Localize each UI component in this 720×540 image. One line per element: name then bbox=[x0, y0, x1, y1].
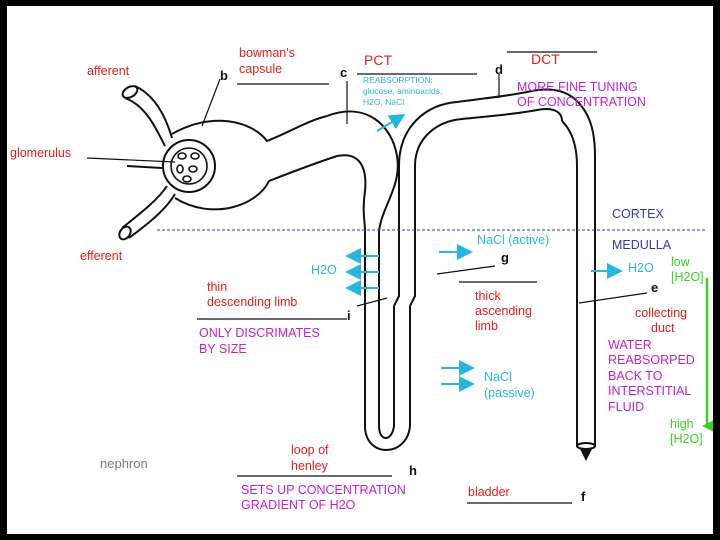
marker-f: f bbox=[581, 489, 586, 504]
nephron-diagram bbox=[86, 51, 713, 504]
leader-lines bbox=[86, 51, 648, 504]
label-thick-line2: ascending bbox=[475, 304, 532, 318]
label-cortex: CORTEX bbox=[612, 207, 664, 221]
label-loop-line2: henley bbox=[291, 459, 328, 473]
label-collecting-line2: duct bbox=[651, 321, 675, 335]
dct-note-line1: MORE FINE TUNING bbox=[517, 80, 638, 94]
dct-note-line2: OF CONCENTRATION bbox=[517, 95, 646, 109]
label-low-line2: [H2O] bbox=[671, 270, 704, 284]
label-nacl-active: NaCl (active) bbox=[477, 233, 550, 247]
label-h2o-right: H2O bbox=[628, 261, 654, 275]
label-bowmans-line2: capsule bbox=[239, 62, 283, 76]
gradient-note-line2: GRADIENT OF H2O bbox=[241, 498, 356, 512]
efferent-arteriole bbox=[118, 165, 176, 241]
loop-of-henle bbox=[364, 166, 416, 451]
proximal-convoluted-tubule bbox=[326, 110, 399, 232]
label-thick-line3: limb bbox=[475, 319, 498, 333]
label-thick-line1: thick bbox=[475, 289, 501, 303]
water-note-line3: BACK TO bbox=[608, 369, 663, 383]
marker-d: d bbox=[495, 62, 503, 77]
marker-i: i bbox=[347, 308, 351, 323]
water-note-line2: REABSORPED bbox=[608, 353, 695, 367]
label-pct: PCT bbox=[364, 52, 392, 68]
marker-g: g bbox=[501, 250, 509, 265]
label-bladder: bladder bbox=[468, 485, 510, 499]
water-note-line4: INTERSTITIAL bbox=[608, 384, 692, 398]
size-note-line2: BY SIZE bbox=[199, 342, 247, 356]
label-nacl-passive-line1: NaCl bbox=[484, 370, 512, 384]
label-nacl-passive-line2: (passive) bbox=[484, 386, 535, 400]
label-bowmans-line1: bowman's bbox=[239, 46, 295, 60]
label-loop-line1: loop of bbox=[291, 443, 329, 457]
label-collecting-line1: collecting bbox=[635, 306, 688, 320]
label-dct: DCT bbox=[531, 51, 560, 67]
bowmans-capsule bbox=[162, 115, 338, 211]
label-thin-line2: descending limb bbox=[207, 295, 298, 309]
transport-arrows bbox=[345, 113, 623, 392]
afferent-arteriole bbox=[121, 85, 173, 147]
label-thin-line1: thin bbox=[207, 280, 228, 294]
water-note-line5: FLUID bbox=[608, 400, 645, 414]
size-note-line1: ONLY DISCRIMATES bbox=[199, 326, 320, 340]
diagram-canvas: afferent glomerulus efferent bowman's ca… bbox=[7, 6, 713, 534]
reabsorption-line2: glucose, aminoacids, bbox=[363, 86, 443, 96]
marker-h: h bbox=[409, 463, 417, 478]
reabsorption-line3: H2O, NaCl bbox=[363, 97, 405, 107]
distal-convoluted-tubule bbox=[398, 88, 578, 167]
label-h2o-left: H2O bbox=[311, 263, 337, 277]
label-glomerulus: glomerulus bbox=[10, 146, 72, 160]
collecting-duct bbox=[561, 100, 596, 461]
label-high-line1: high bbox=[670, 417, 694, 431]
water-note-line1: WATER bbox=[608, 338, 652, 352]
reabsorption-line1: REABSORPTION: bbox=[363, 75, 433, 85]
marker-c: c bbox=[340, 65, 348, 80]
glomerulus-coil bbox=[170, 147, 208, 185]
label-low-line1: low bbox=[671, 255, 690, 269]
label-afferent: afferent bbox=[87, 64, 130, 78]
caption-nephron: nephron bbox=[100, 456, 148, 471]
marker-b: b bbox=[220, 68, 228, 83]
marker-e: e bbox=[651, 280, 659, 295]
label-medulla: MEDULLA bbox=[612, 238, 672, 252]
label-efferent: efferent bbox=[80, 249, 123, 263]
gradient-note-line1: SETS UP CONCENTRATION bbox=[241, 483, 406, 497]
label-high-line2: [H2O] bbox=[670, 432, 703, 446]
